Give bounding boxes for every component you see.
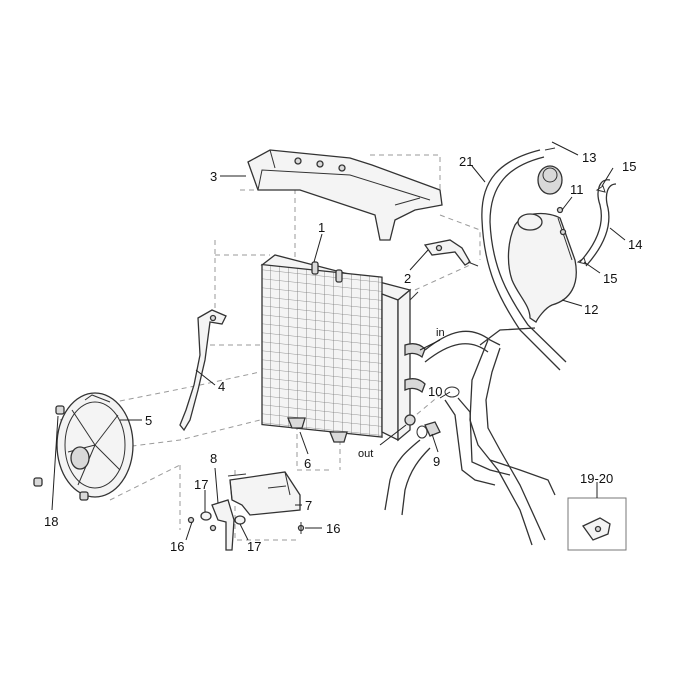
flow-label-in: in	[436, 327, 445, 339]
radiator-top-cover-part-3	[247, 149, 443, 241]
overflow-hose-part-21	[481, 149, 567, 371]
callout-16-left: 16	[170, 539, 184, 554]
rubber-mounts-part-6	[287, 417, 348, 443]
callout-15-bottom: 15	[603, 271, 617, 286]
callout-14: 14	[628, 237, 642, 252]
radiator-part-1	[260, 254, 426, 442]
callout-12: 12	[584, 302, 598, 317]
callout-3: 3	[210, 169, 217, 184]
callout-1: 1	[318, 220, 325, 235]
callout-5: 5	[145, 413, 152, 428]
hose-clamp-part-10	[444, 386, 460, 398]
callout-17-top: 17	[194, 477, 208, 492]
callout-13: 13	[582, 150, 596, 165]
lower-bracket-part-7	[227, 471, 301, 516]
bolts-part-16	[187, 516, 305, 534]
callout-7: 7	[305, 498, 312, 513]
callout-numbers: 1 2 3 4 5 6 7 8 9 10 11 12 13 14 15 15 1…	[44, 150, 642, 554]
coolant-hoses	[384, 327, 556, 546]
callout-18: 18	[44, 514, 58, 529]
expansion-tank-part-12	[507, 212, 577, 323]
callout-17-bottom: 17	[247, 539, 261, 554]
small-bracket-part-8	[211, 499, 235, 551]
fan-nuts-part-18	[33, 405, 89, 501]
callout-15-top: 15	[622, 159, 636, 174]
callout-11: 11	[570, 182, 584, 197]
callout-6: 6	[304, 456, 311, 471]
expansion-tank-cap-part-13	[537, 147, 563, 195]
drain-fitting-part-9	[416, 421, 441, 439]
callout-2: 2	[404, 271, 411, 286]
callout-leader-lines	[51, 141, 626, 541]
clip-inset-part-19-20	[567, 497, 627, 551]
callout-10: 10	[428, 384, 442, 399]
upper-bracket-part-2	[423, 239, 479, 267]
hose-clips-part-15	[576, 185, 606, 265]
callout-9: 9	[433, 454, 440, 469]
callout-4: 4	[218, 379, 225, 394]
callout-21: 21	[459, 154, 473, 169]
callout-8: 8	[210, 451, 217, 466]
cooling-fan-part-5	[56, 392, 134, 498]
callout-19-20: 19-20	[580, 471, 613, 486]
small-hose-part-14	[579, 179, 617, 267]
flow-label-out: out	[358, 448, 373, 460]
callout-16-right: 16	[326, 521, 340, 536]
side-bracket-part-4	[179, 309, 227, 432]
